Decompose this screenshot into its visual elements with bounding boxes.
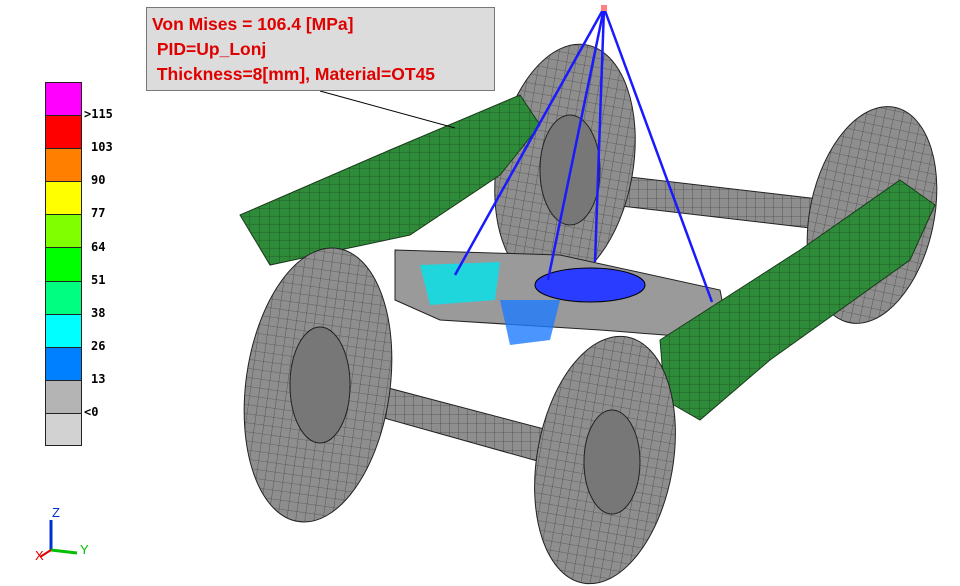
legend-band <box>45 82 82 116</box>
x-axis-label: X <box>35 548 44 563</box>
axis-triad <box>39 520 78 558</box>
z-axis-label: Z <box>52 505 60 520</box>
legend-band <box>45 148 82 182</box>
legend-label: 51 <box>91 272 106 287</box>
legend-band <box>45 247 82 281</box>
y-axis-label: Y <box>80 542 89 557</box>
legend-label: 90 <box>91 173 106 188</box>
legend-label: 103 <box>91 140 113 155</box>
annotation-pid: PID=Up_Lonj <box>152 39 267 59</box>
center-plate <box>534 267 646 303</box>
legend-label: 26 <box>91 338 106 353</box>
load-point <box>601 5 607 11</box>
legend-band <box>45 346 82 380</box>
right-side-frame <box>659 179 936 421</box>
left-side-frame <box>239 94 541 266</box>
annotation-properties: Thickness=8[mm], Material=OT45 <box>152 64 436 84</box>
annotation-box: Von Mises = 106.4 [MPa] PID=Up_Lonj Thic… <box>146 7 495 91</box>
legend-label: 77 <box>91 206 106 221</box>
legend-label: >115 <box>84 107 113 122</box>
legend-band <box>45 115 82 149</box>
annotation-leader <box>319 90 456 129</box>
color-legend <box>45 82 82 447</box>
legend-label: <0 <box>84 405 99 419</box>
load-cables <box>453 7 714 303</box>
legend-band <box>45 280 82 314</box>
legend-label: 64 <box>91 239 106 254</box>
annotation-value: Von Mises = 106.4 [MPa] <box>152 14 354 34</box>
legend-label: 38 <box>91 305 106 320</box>
legend-band <box>45 412 82 447</box>
legend-band <box>45 313 82 347</box>
legend-band <box>45 379 82 413</box>
legend-label: 13 <box>91 371 106 386</box>
legend-band <box>45 181 82 215</box>
legend-band <box>45 214 82 248</box>
